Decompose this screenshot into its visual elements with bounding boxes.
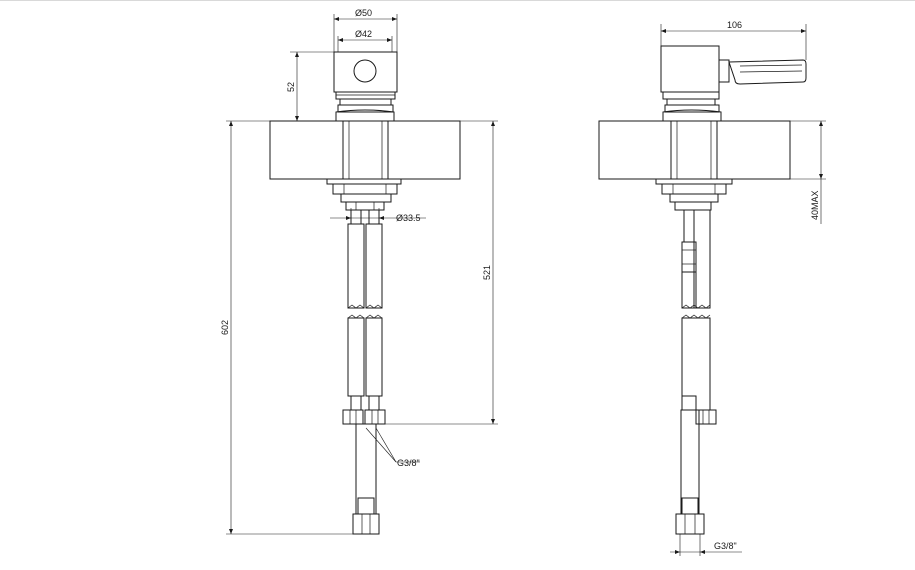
dim-side-thread: G3/8" bbox=[670, 534, 742, 556]
dim-front-o42: Ø42 bbox=[337, 29, 393, 52]
front-body bbox=[342, 120, 389, 180]
front-supply-hose bbox=[352, 423, 380, 535]
dim-front-thread-label: G3/8" bbox=[397, 458, 420, 468]
dim-front-52-label: 52 bbox=[286, 82, 296, 92]
front-nut bbox=[326, 178, 402, 211]
dim-front-o33-5: Ø33.5 bbox=[330, 208, 426, 224]
dim-side-106: 106 bbox=[660, 20, 807, 60]
side-hoses bbox=[681, 209, 717, 425]
side-supply-hose bbox=[675, 409, 705, 535]
top-rule bbox=[0, 0, 915, 1]
dim-front-521-label: 521 bbox=[482, 265, 492, 280]
side-countertop bbox=[598, 120, 791, 180]
front-view: Ø50 Ø42 52 bbox=[220, 8, 498, 535]
dim-side-40max-label: 40MAX bbox=[810, 190, 820, 220]
dim-side-106-label: 106 bbox=[727, 20, 742, 30]
front-hoses-upper bbox=[347, 223, 383, 309]
side-nut bbox=[655, 178, 733, 211]
side-handle bbox=[660, 45, 807, 122]
front-hoses-lower bbox=[347, 314, 383, 411]
front-countertop bbox=[269, 120, 461, 180]
dim-front-602-label: 602 bbox=[220, 320, 230, 335]
dim-front-602: 602 bbox=[220, 120, 353, 535]
side-body bbox=[670, 120, 718, 180]
dim-side-40max: 40MAX bbox=[790, 120, 826, 224]
side-view: 106 40MAX G3/8" bbox=[598, 20, 826, 556]
front-lower-fittings bbox=[342, 409, 386, 425]
dim-front-o50-label: Ø50 bbox=[355, 8, 372, 18]
dim-front-o33-5-label: Ø33.5 bbox=[396, 213, 421, 223]
dim-front-521: 521 bbox=[385, 120, 498, 425]
dim-front-thread: G3/8" bbox=[365, 427, 420, 468]
dim-front-o42-label: Ø42 bbox=[355, 29, 372, 39]
dim-front-52: 52 bbox=[286, 51, 334, 122]
front-tails bbox=[350, 209, 380, 225]
dim-side-thread-label: G3/8" bbox=[714, 541, 737, 551]
dim-front-o50: Ø50 bbox=[333, 8, 398, 52]
front-handle bbox=[333, 51, 398, 122]
